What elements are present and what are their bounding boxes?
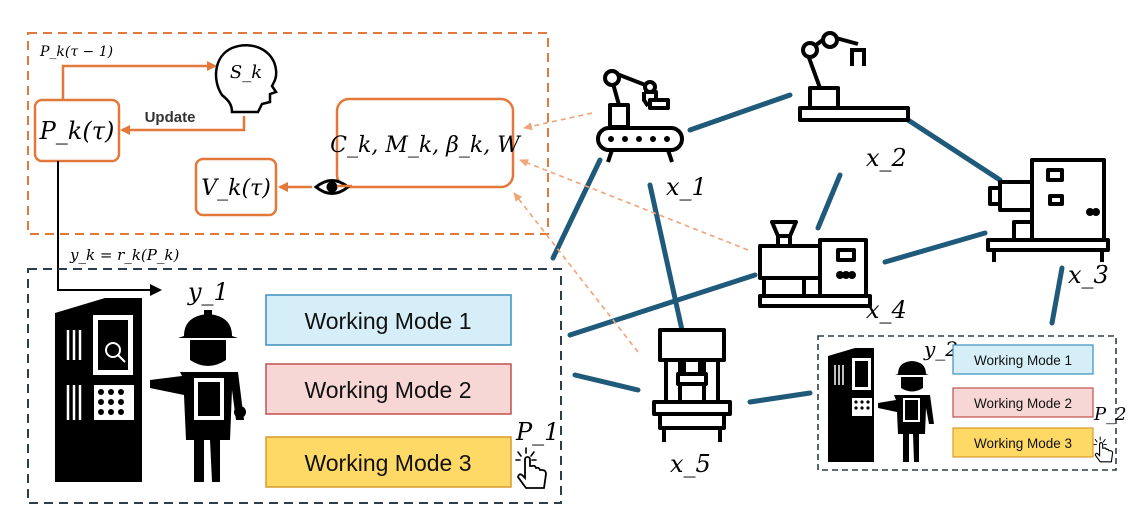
working-mode-2-button[interactable] — [265, 363, 512, 415]
press-machine-icon — [652, 328, 732, 442]
update-label: Update — [145, 109, 196, 126]
edge-x5-p2 — [747, 390, 813, 405]
small-working-mode-2-button[interactable] — [952, 387, 1094, 418]
y1-label: y_1 — [187, 278, 229, 306]
prev-policy-label: P_k(τ − 1) — [39, 44, 113, 60]
value-box — [194, 157, 278, 217]
edge-p1-x5 — [572, 372, 641, 393]
x4-label: x_4 — [866, 296, 907, 324]
edge-p1-x4 — [567, 272, 758, 338]
edge-x3-p2 — [1049, 265, 1065, 326]
policy-box — [33, 98, 121, 163]
edge-x2-x4 — [815, 172, 843, 231]
working-mode-1-label: Working Mode 1 — [304, 308, 471, 334]
policy-label: P_k(τ) — [39, 117, 115, 145]
small-working-mode-2-label: Working Mode 2 — [974, 396, 1072, 411]
edge-x1-x4 — [647, 182, 685, 333]
x2-label: x_2 — [866, 144, 907, 172]
prev-policy-arrow — [61, 61, 217, 100]
edge-x2-x3 — [902, 115, 1003, 183]
value-label: V_k(τ) — [201, 176, 271, 201]
x1-label: x_1 — [666, 173, 707, 201]
operator-at-machine-icon — [55, 298, 246, 482]
response-label: y_k = r_k(P_k) — [69, 246, 179, 264]
injection-machine-icon — [986, 158, 1110, 262]
click-hand-icon — [515, 447, 547, 489]
p2-label: P_2 — [1093, 404, 1127, 425]
operator-panel-main — [27, 268, 562, 504]
observation-label: C_k, M_k, β_k, W — [330, 133, 522, 158]
x3-label: x_3 — [1068, 261, 1109, 289]
observation-dashed-arrows — [513, 112, 749, 353]
update-arrow — [120, 116, 246, 135]
operator-at-machine-icon — [828, 348, 934, 462]
p1-label: P_1 — [515, 418, 559, 446]
response-arrow — [57, 161, 162, 296]
edge-x1-left — [550, 157, 603, 261]
small-working-mode-3-button[interactable] — [952, 427, 1094, 458]
small-working-mode-3-label: Working Mode 3 — [974, 436, 1072, 451]
observation-box — [335, 97, 515, 189]
working-mode-2-label: Working Mode 2 — [304, 377, 471, 403]
operator-panel-small — [817, 335, 1117, 471]
working-mode-3-label: Working Mode 3 — [304, 450, 471, 476]
head-silhouette-icon — [214, 43, 278, 114]
extruder-machine-icon — [758, 220, 872, 308]
click-hand-icon — [1093, 436, 1114, 463]
x5-label: x_5 — [670, 450, 711, 478]
edge-x1-x2 — [687, 92, 793, 133]
small-working-mode-1-button[interactable] — [952, 344, 1094, 375]
robot-arm-icon — [798, 31, 910, 122]
state-label: S_k — [230, 62, 262, 83]
cognition-frame — [27, 32, 549, 235]
small-working-mode-1-label: Working Mode 1 — [974, 353, 1072, 368]
network-edges — [550, 92, 1065, 405]
working-mode-3-button[interactable] — [265, 436, 512, 488]
edge-x4-x3 — [882, 230, 988, 265]
robot-arm-conveyor-icon — [596, 69, 684, 163]
y2-label: y_2 — [923, 337, 958, 361]
working-mode-1-button[interactable] — [265, 294, 512, 346]
